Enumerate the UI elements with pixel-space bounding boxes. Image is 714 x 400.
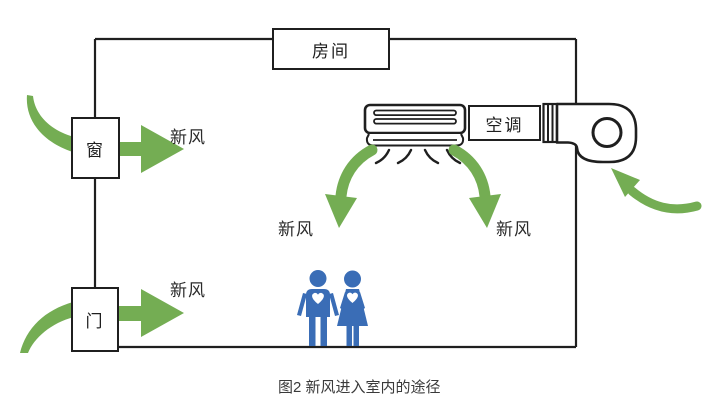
door-fresh-air-arrow-icon	[118, 289, 184, 337]
door-box: 门	[71, 287, 119, 352]
fresh-air-label-ac-left: 新风	[278, 220, 314, 239]
duct-connector-icon	[542, 102, 559, 144]
woman-icon	[337, 270, 368, 346]
room-label: 房间	[312, 41, 350, 61]
ac-left-airflow-arrow-icon	[325, 144, 378, 228]
window-box: 窗	[71, 117, 120, 179]
fresh-air-label-window: 新风	[170, 128, 206, 147]
door-inflow-swoosh-icon	[20, 302, 74, 353]
man-icon	[297, 270, 339, 346]
couple-icon	[297, 270, 368, 346]
ac-label: 空调	[485, 115, 524, 135]
ac-label-box: 空调	[468, 105, 541, 141]
blower-fan-icon	[555, 102, 638, 164]
room-outline	[93, 37, 578, 349]
figure-caption: 图2 新风进入室内的途径	[278, 379, 441, 396]
fresh-air-label-ac-right: 新风	[496, 220, 532, 239]
fan-intake-arrow-icon	[611, 168, 702, 214]
room-label-box: 房间	[272, 28, 390, 70]
fresh-air-label-door: 新风	[170, 281, 206, 300]
ac-airflow-curls-icon	[374, 148, 462, 165]
window-label: 窗	[86, 140, 105, 160]
window-fresh-air-arrow-icon	[120, 125, 184, 173]
air-conditioner-icon	[363, 103, 467, 165]
window-inflow-swoosh-icon	[26, 95, 74, 152]
ac-right-airflow-arrow-icon	[448, 144, 501, 228]
door-label: 门	[85, 312, 105, 331]
